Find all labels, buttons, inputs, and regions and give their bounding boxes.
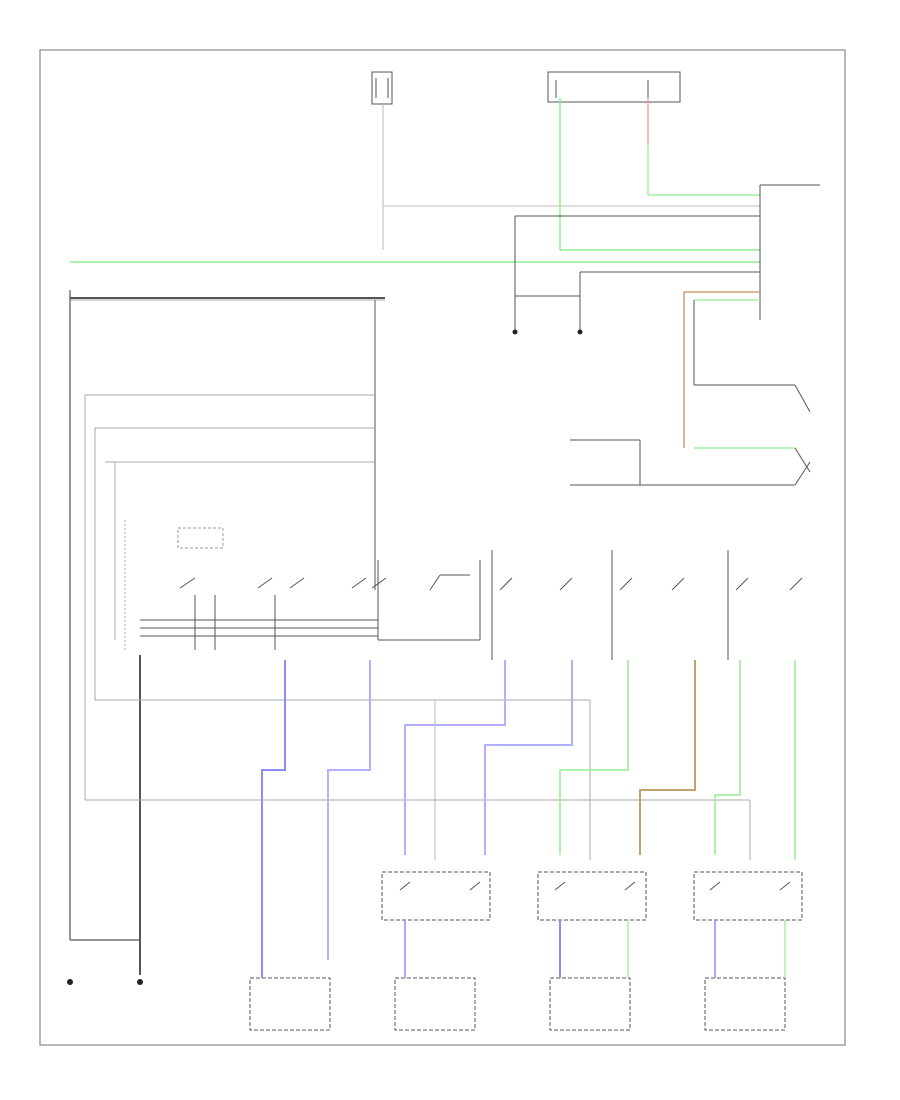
ground-icon	[512, 329, 583, 335]
fuse-block-right	[547, 71, 681, 103]
ground-icon	[67, 979, 143, 985]
door-relay-box-3	[693, 871, 803, 921]
window-switch-rear-right	[727, 550, 803, 660]
window-motor-3	[549, 920, 631, 1031]
door-relay-box-1	[381, 871, 491, 921]
master-switch-assembly	[140, 527, 481, 650]
left-feeds	[69, 290, 376, 975]
window-switch-front-right	[611, 550, 685, 660]
relay-connector-right	[683, 184, 820, 473]
window-motor-1	[249, 960, 331, 1031]
door-relay-box-2	[537, 871, 647, 921]
motor-feed-wires	[261, 660, 796, 960]
diagram-frame	[39, 49, 846, 1046]
ground-branches	[84, 394, 751, 860]
door-switch-wiring	[570, 439, 811, 486]
window-motor-4	[704, 920, 786, 1031]
main-buses	[70, 98, 760, 330]
window-switch-rear-left	[491, 550, 573, 660]
fuse-block-left	[371, 71, 393, 250]
window-motor-2	[394, 920, 476, 1031]
